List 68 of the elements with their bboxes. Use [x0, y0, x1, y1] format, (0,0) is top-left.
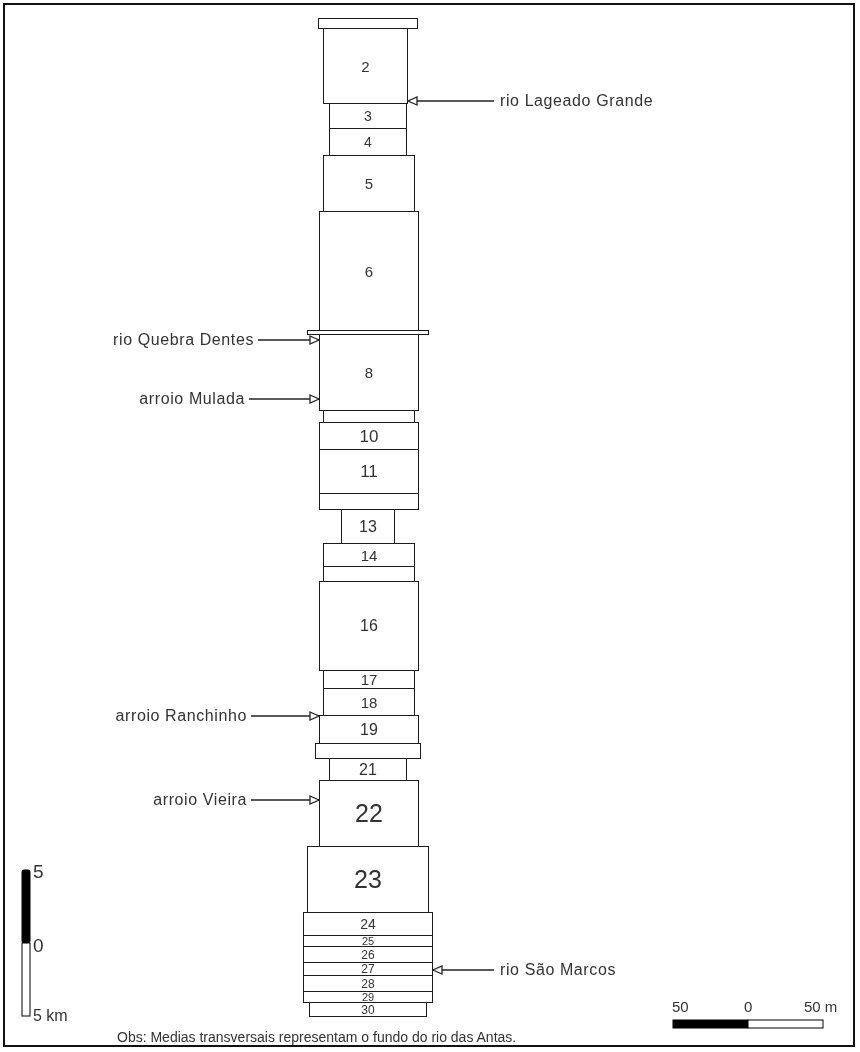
- river-section-box: [315, 743, 421, 759]
- river-section-box: [323, 688, 415, 716]
- river-section-box: [323, 566, 415, 582]
- river-section-box: [329, 758, 407, 781]
- river-section-box: [319, 715, 419, 744]
- section-number: 14: [360, 547, 378, 563]
- section-number: 18: [360, 694, 378, 710]
- scale-label: 50: [672, 999, 689, 1014]
- scale-label: 0: [33, 936, 44, 955]
- section-number: 30: [361, 1003, 375, 1016]
- scale-label: 5 km: [33, 1008, 68, 1024]
- section-number: 21: [359, 761, 377, 778]
- section-number: 24: [360, 917, 376, 931]
- river-section-box: [323, 543, 415, 567]
- section-number: 16: [360, 618, 378, 634]
- section-number: 2: [361, 58, 370, 74]
- section-number: 10: [359, 427, 379, 445]
- arrow: [407, 96, 495, 106]
- section-number: 11: [360, 463, 378, 480]
- section-number: 3: [364, 109, 372, 123]
- section-number: 23: [354, 867, 382, 892]
- river-section-box: [329, 128, 407, 156]
- arrow: [250, 711, 320, 721]
- arrow: [250, 795, 320, 805]
- river-section-box: [309, 1002, 427, 1017]
- tributary-label: rio Lageado Grande: [500, 92, 654, 110]
- river-section-box: [318, 18, 418, 29]
- section-number: 25: [361, 935, 375, 947]
- tributary-label: rio São Marcos: [500, 961, 616, 979]
- section-number: 6: [364, 263, 374, 279]
- section-number: 29: [361, 991, 375, 1003]
- tributary-label: arroio Ranchinho: [115, 707, 247, 725]
- arrow: [248, 394, 320, 404]
- scale-label: 50 m: [804, 999, 838, 1014]
- section-number: 8: [364, 365, 374, 380]
- section-number: 28: [361, 977, 375, 990]
- scale-label: 5: [33, 862, 44, 881]
- tributary-label: arroio Vieira: [153, 791, 247, 809]
- section-number: 26: [361, 948, 375, 961]
- section-number: 27: [361, 963, 375, 975]
- tributary-label: rio Quebra Dentes: [113, 331, 254, 349]
- river-section-box: [319, 581, 419, 671]
- section-number: 13: [359, 518, 377, 535]
- note-text: Obs: Medias transversais representam o fundo do rio das Antas.: [117, 1030, 517, 1044]
- river-section-box: [319, 422, 419, 450]
- section-number: 22: [355, 801, 383, 826]
- river-section-box: [319, 780, 419, 847]
- river-section-box: [307, 846, 429, 913]
- river-section-box: [319, 449, 419, 494]
- river-section-box: [323, 155, 415, 212]
- river-section-box: [329, 103, 407, 129]
- river-section-box: [319, 211, 419, 331]
- section-number: 19: [360, 721, 378, 738]
- scale-label: 0: [744, 999, 753, 1014]
- river-section-box: [319, 493, 419, 510]
- arrow: [257, 335, 320, 345]
- section-number: 4: [364, 135, 372, 149]
- river-section-box: [341, 509, 395, 544]
- river-section-box: [303, 912, 433, 936]
- section-number: 17: [360, 672, 378, 687]
- tributary-label: arroio Mulada: [139, 390, 245, 408]
- section-number: 5: [364, 176, 374, 191]
- river-section-box: [303, 935, 433, 947]
- river-section-box: [323, 28, 408, 104]
- arrow: [432, 965, 495, 975]
- river-section-box: [303, 962, 433, 976]
- river-section-box: [319, 334, 419, 411]
- river-section-box: [303, 991, 433, 1003]
